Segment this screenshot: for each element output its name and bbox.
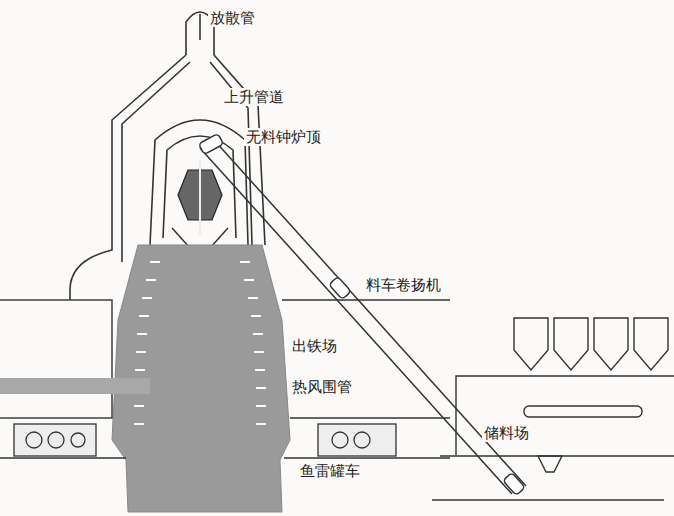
part-label: 上升管道 [222, 88, 286, 106]
part-label: 储料场 [482, 424, 531, 442]
part-label: 出铁场 [290, 337, 339, 355]
skip-incline [198, 134, 526, 496]
part-label: 放散管 [208, 9, 257, 27]
part-label: 热风围管 [290, 378, 354, 396]
part-label: 鱼雷罐车 [298, 462, 362, 480]
stock-house [432, 318, 674, 500]
hot-blast-pipe [0, 378, 150, 394]
cast-house [0, 300, 450, 458]
part-label: 料车卷扬机 [364, 276, 443, 294]
bell-less-top [172, 160, 228, 248]
torpedo-car [14, 424, 396, 456]
part-label: 无料钟炉顶 [244, 128, 323, 146]
